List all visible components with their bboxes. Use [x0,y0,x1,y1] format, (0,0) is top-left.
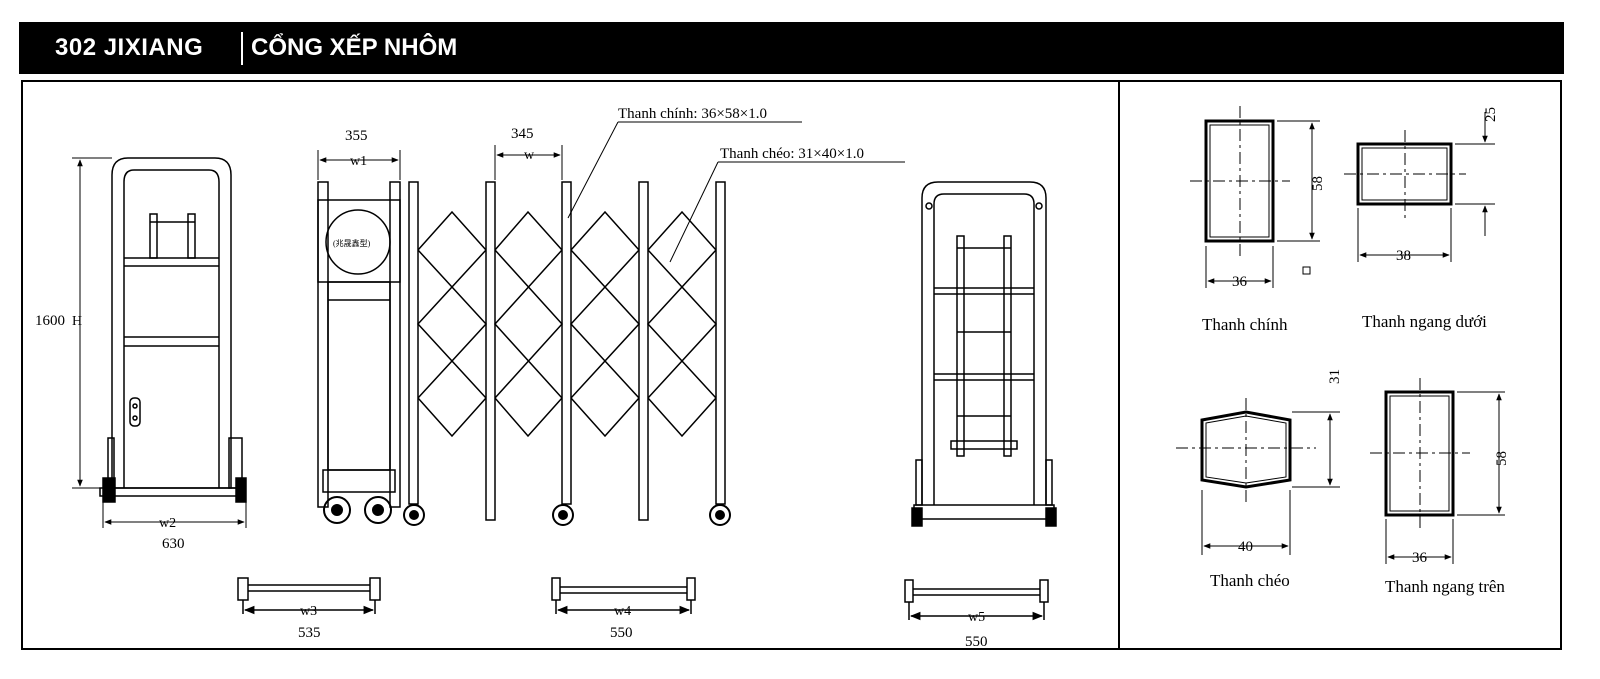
bar-w4 [551,577,696,615]
gate-lattice [416,210,718,438]
bottom-height: 25 [1483,107,1499,122]
top-height: 58 [1494,451,1510,466]
product-title: CỔNG XẾP NHÔM [251,34,458,61]
product-code: 302 JIXIANG [55,34,204,61]
height-dimension: 1600 H [35,157,112,489]
w-label: w [524,148,535,163]
diagonal-name: Thanh chéo [1210,571,1290,590]
main-name: Thanh chính [1202,315,1288,334]
w4-label: w4 [614,604,631,619]
front-view [99,157,247,503]
w3-value: 535 [298,625,321,641]
height-value: 1600 [35,313,65,329]
w-dimension: 345 w [494,126,563,180]
top-name: Thanh ngang trên [1385,577,1505,596]
height-label: H [72,314,82,329]
bar-w5 [904,579,1049,621]
w1-value: 355 [345,128,368,144]
w2-dimension: w2 630 [102,500,247,552]
profiles-panel [1118,80,1562,650]
main-width: 36 [1232,274,1248,290]
profile-top [1370,378,1505,564]
title-separator [241,32,243,65]
bottom-name: Thanh ngang dưới [1362,312,1487,331]
profile-bottom [1344,112,1495,262]
gate-wheels [323,496,731,526]
diagonal-width: 40 [1238,539,1253,555]
w2-label: w2 [159,516,176,531]
w5-label: w5 [968,610,985,625]
w5-value: 550 [965,634,988,650]
diagonal-height: 31 [1327,369,1343,384]
main-height: 58 [1310,176,1326,191]
w3-label: w3 [300,604,317,619]
callout-diagonal-text: Thanh chéo: 31×40×1.0 [720,146,864,162]
callout-diagonal-bar: Thanh chéo: 31×40×1.0 [669,146,905,263]
callout-main-text: Thanh chính: 36×58×1.0 [618,106,767,122]
title-bar: 302 JIXIANG CỔNG XẾP NHÔM [19,22,1564,74]
w2-value: 630 [162,536,185,552]
gate-vertical-bars [408,181,726,521]
bar-w3 [237,577,381,615]
w1-dimension: 355 w1 [317,128,401,180]
bottom-width: 38 [1396,248,1411,264]
w-value: 345 [511,126,534,142]
profile-main [1190,106,1320,288]
logo-text: (兆晟鑫型) [333,238,371,248]
gate-head-unit [317,181,401,508]
w4-value: 550 [610,625,633,641]
profile-diagonal [1176,398,1340,555]
top-width: 36 [1412,550,1428,566]
callout-main-bar: Thanh chính: 36×58×1.0 [567,106,802,219]
w1-label: w1 [350,154,367,169]
side-view [911,181,1057,527]
